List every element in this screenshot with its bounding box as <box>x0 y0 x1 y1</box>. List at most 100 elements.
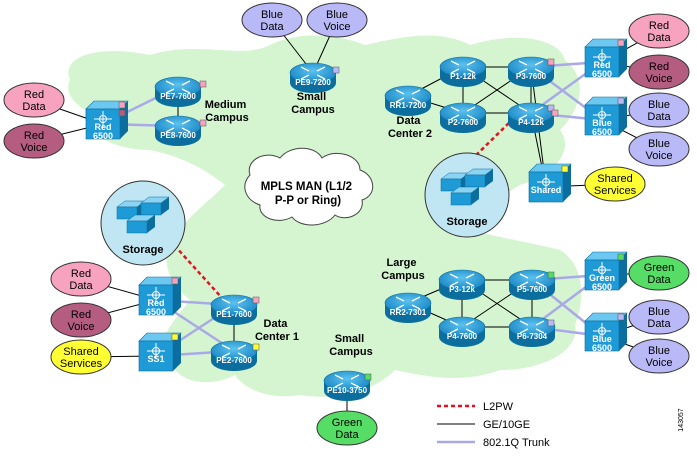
router-label-pe1: PE1-7600 <box>216 310 252 319</box>
tag-p6-blue <box>547 319 555 327</box>
legend-ge: GE/10GE <box>483 419 530 431</box>
area-label-small-campus-bottom: Small Campus <box>329 333 372 358</box>
router-label-pe8: PE8-7600 <box>160 131 196 140</box>
router-label-pe7: PE7-7600 <box>160 92 196 101</box>
router-pe1[interactable]: PE1-7600 <box>210 294 258 325</box>
storage-label-right: Storage <box>447 216 488 228</box>
tag-shared-dc2 <box>561 165 569 173</box>
tag-p4-blue <box>547 104 555 112</box>
area-label-medium-campus: Medium Campus <box>205 99 250 124</box>
router-p1[interactable]: P1-12k <box>439 56 487 87</box>
router-p4[interactable]: P4-12k <box>507 102 555 133</box>
router-p2[interactable]: P2-7600 <box>439 102 487 133</box>
router-label-rr1: RR1-7200 <box>390 101 427 110</box>
router-pe8[interactable]: PE8-7600 <box>154 115 202 146</box>
tag-red-dc1 <box>171 277 179 285</box>
switch-label-shared_dc2: Shared <box>531 185 562 195</box>
router-p6[interactable]: P6-7304 <box>508 316 556 347</box>
storage-top: Storage <box>100 180 186 266</box>
router-label-p4: P4-12k <box>518 118 544 127</box>
tag-red-mc-1 <box>118 101 126 109</box>
area-label-mpls-man: MPLS MAN (L1/2 P-P or Ring) <box>261 181 356 207</box>
tag-ss1 <box>171 333 179 341</box>
tag-pe1-red <box>252 296 260 304</box>
tag-p5-green <box>547 271 555 279</box>
router-rr1[interactable]: RR1-7200 <box>384 85 432 116</box>
mpls-man-label-cloud <box>244 147 374 226</box>
tag-blue-dc2 <box>617 97 625 105</box>
router-label-p2: P2-7600 <box>448 118 479 127</box>
area-label-small-campus-top: Small Campus <box>291 91 334 116</box>
router-p5[interactable]: P5-7600 <box>508 269 556 300</box>
router-p3b[interactable]: P3-12k <box>438 269 486 300</box>
tag-pe2-yellow <box>252 343 260 351</box>
router-label-p6: P6-7304 <box>517 332 548 341</box>
storage-label-top: Storage <box>123 244 164 256</box>
figure-id: 143057 <box>678 408 685 431</box>
router-p4b[interactable]: P4-7600 <box>438 316 486 347</box>
area-label-data-center-2: Data Center 2 <box>388 115 432 140</box>
switch-shared_dc2[interactable]: Shared <box>528 163 572 203</box>
router-label-p5: P5-7600 <box>517 285 548 294</box>
router-label-p4b: P4-7600 <box>447 332 478 341</box>
router-label-p3b: P3-12k <box>449 285 475 294</box>
router-pe2[interactable]: PE2-7600 <box>210 340 258 371</box>
switch-label-ss1: SS1 <box>147 354 164 364</box>
router-label-pe2: PE2-7600 <box>216 356 252 365</box>
tag-pe9-blue <box>332 66 340 74</box>
tag-pe7-red <box>199 80 207 88</box>
router-pe9[interactable]: PE9-7200 <box>289 62 337 93</box>
area-label-large-campus: Large Campus <box>381 257 424 282</box>
area-label-data-center-1: Data Center 1 <box>255 318 299 343</box>
tag-pe10-green <box>364 373 372 381</box>
router-pe7[interactable]: PE7-7600 <box>154 76 202 107</box>
switch-ss1[interactable]: SS1 <box>138 332 182 372</box>
router-rr2[interactable]: RR2-7301 <box>384 292 432 323</box>
router-p3[interactable]: P3-7600 <box>507 56 555 87</box>
router-pe10[interactable]: PE10-3750 <box>323 370 371 401</box>
tag-red-mc-2 <box>118 109 126 117</box>
tag-green-lc <box>617 253 625 261</box>
